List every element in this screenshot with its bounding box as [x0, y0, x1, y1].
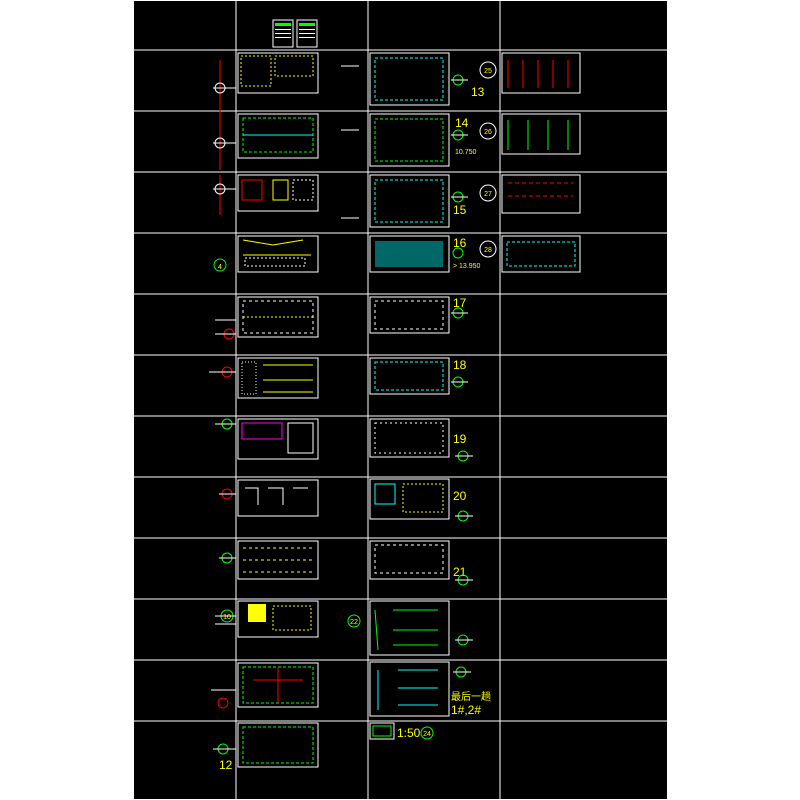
circle-label-26: 26: [484, 129, 492, 136]
circle-label-4: 4: [218, 264, 222, 271]
elevation-14: 10.750: [455, 149, 477, 156]
circle-marker-25: 25: [479, 61, 497, 79]
section-marker-7: [215, 418, 236, 430]
sheet-thumb-b8: [237, 479, 319, 517]
sheet-thumb-c19: [369, 418, 450, 458]
section-markers: 4 10: [209, 60, 236, 755]
circle-marker-24: 24: [420, 726, 434, 740]
circle-marker-27: 27: [479, 184, 497, 202]
sheet-thumb-b9: [237, 540, 319, 580]
sheet-thumb-b11: [237, 662, 319, 708]
circle-marker-26: 26: [479, 122, 497, 140]
sheet-thumb-c17: [369, 296, 450, 334]
drawing-canvas: 4 10 22 13 14 10.750 15 16 > 13.950 17 1…: [133, 0, 668, 800]
sheet-thumb-b5: [237, 296, 319, 338]
section-marker-9: [219, 552, 236, 564]
drawing-index-sheet: 4 10 22 13 14 10.750 15 16 > 13.950 17 1…: [133, 0, 668, 800]
scale-label: 1:50: [397, 726, 421, 740]
sheet-thumb-c15: [369, 174, 450, 228]
sheet-thumb-c14: [369, 113, 450, 167]
section-marker-3: [213, 175, 236, 215]
circle-label-28: 28: [484, 247, 492, 254]
section-marker-4: 4: [213, 258, 227, 272]
sheet-thumb-b2: [237, 113, 319, 159]
cover-thumbnail: [272, 19, 318, 48]
sheet-number-13: 13: [471, 85, 485, 99]
column-d-circles: 25 26 27 28: [479, 61, 497, 258]
circle-marker-28: 28: [479, 240, 497, 258]
section-marker-1: [213, 60, 236, 120]
section-marker-8: [219, 488, 236, 500]
circle-label-27: 27: [484, 191, 492, 198]
circle-marker-22: 22: [347, 614, 361, 628]
section-marker-10: 10: [215, 609, 236, 625]
sheet-numbers: 13 14 10.750 15 16 > 13.950 17 18 19 20 …: [219, 74, 491, 772]
section-marker-6: [209, 366, 236, 378]
column-c-thumbnails: [369, 52, 450, 740]
column-dividers: [235, 0, 501, 800]
section-marker-5: [215, 319, 236, 340]
sheet-thumb-c13: [369, 52, 450, 106]
column-c-markers: 22: [341, 65, 361, 628]
sheet-frame: [133, 0, 668, 800]
sheet-thumb-c22: [369, 600, 450, 656]
circle-label-25: 25: [484, 68, 492, 75]
elevation-16: > 13.950: [453, 263, 481, 270]
circle-label-10: 10: [223, 614, 231, 621]
sheet-thumb-d27: [501, 174, 581, 214]
note-line-2: 1#,2#: [451, 703, 481, 717]
sheet-thumb-b3: [237, 174, 319, 212]
sheet-thumb-c21: [369, 540, 450, 580]
sheet-thumb-b7: [237, 418, 319, 460]
sheet-number-12: 12: [219, 758, 233, 772]
sheet-thumb-b10: [237, 600, 319, 638]
sheet-thumb-c24: [369, 722, 395, 740]
column-d-thumbnails: [501, 52, 581, 273]
column-b-thumbnails: [237, 52, 319, 768]
sheet-thumb-d25: [501, 52, 581, 94]
sheet-number-21: 21: [453, 565, 467, 579]
sheet-number-20: 20: [453, 489, 467, 503]
section-marker-2: [213, 120, 236, 170]
sheet-thumb-d28: [501, 235, 581, 273]
circle-label-22: 22: [350, 619, 358, 626]
sheet-thumb-d26: [501, 113, 581, 155]
circle-label-24: 24: [423, 731, 431, 738]
sheet-thumb-b1: [237, 52, 319, 94]
sheet-number-16: 16: [453, 236, 467, 250]
sheet-number-19: 19: [453, 432, 467, 446]
section-marker-12: [213, 743, 236, 755]
section-marker-11: [211, 689, 236, 709]
sheet-thumb-c18: [369, 357, 450, 395]
sheet-number-17: 17: [453, 296, 467, 310]
sheet-thumb-c20: [369, 478, 450, 520]
sheet-number-14: 14: [455, 116, 469, 130]
sheet-thumb-c16: [369, 235, 450, 273]
note-line-1: 最后一趟: [451, 690, 491, 703]
sheet-number-15: 15: [453, 203, 467, 217]
sheet-thumb-c23: [369, 661, 450, 717]
sheet-thumb-b6: [237, 357, 319, 399]
row-dividers: [133, 49, 668, 722]
sheet-thumb-b12: [237, 722, 319, 768]
sheet-number-18: 18: [453, 358, 467, 372]
sheet-thumb-b4: [237, 235, 319, 273]
